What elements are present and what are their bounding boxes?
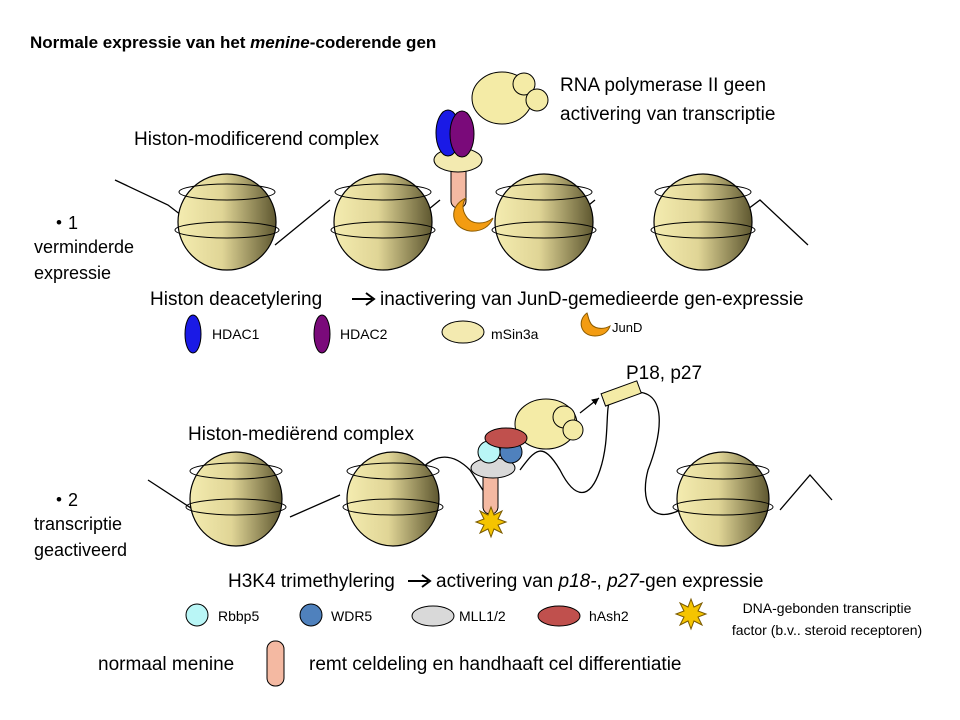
panel-number: 1 xyxy=(68,213,78,233)
hdac2 xyxy=(449,110,475,158)
menin-function-label: remt celdeling en handhaaft cel differen… xyxy=(309,654,682,675)
legend-label: HDAC1 xyxy=(212,326,260,342)
panel-caption: activering van p18-, p27-gen expressie xyxy=(436,571,763,592)
legend-label: MLL1/2 xyxy=(459,608,506,624)
jund xyxy=(453,197,494,232)
rna-polymerase-ii xyxy=(514,398,584,450)
nucleosome xyxy=(491,173,597,271)
nucleosome xyxy=(185,451,287,547)
menin-legend-label: normaal menine xyxy=(98,654,234,675)
right-arrow-icon xyxy=(352,292,376,306)
panel-1: RNA polymerase II geen activering van tr… xyxy=(34,71,809,354)
complex-label: Histon-modificerend complex xyxy=(134,129,379,150)
menin-legend-icon xyxy=(266,640,285,687)
nucleosome xyxy=(174,173,280,271)
mll-legend-icon xyxy=(411,605,455,627)
gene-box xyxy=(600,380,642,407)
jund-legend-icon xyxy=(580,312,611,337)
legend-label: JunD xyxy=(612,320,642,335)
panel-bullet: • xyxy=(56,213,62,232)
side-label: verminderde xyxy=(34,237,134,257)
wdr5-legend-icon xyxy=(299,603,323,627)
rna-polymerase-ii xyxy=(471,71,549,125)
legend-label: hAsh2 xyxy=(589,608,629,624)
side-label: geactiveerd xyxy=(34,540,127,560)
page-title: Normale expressie van het menine-coderen… xyxy=(30,33,436,52)
gene-label: P18, p27 xyxy=(626,363,702,384)
legend-label: mSin3a xyxy=(491,326,539,342)
histone-mediating-complex xyxy=(470,427,528,539)
rbbp5-legend-icon xyxy=(185,603,209,627)
panel-number: 2 xyxy=(68,490,78,510)
transcription-arrow xyxy=(579,397,600,414)
msin3a-legend-icon xyxy=(441,320,485,344)
side-label: expressie xyxy=(34,263,111,283)
legend-label: factor (b.v.. steroid receptoren) xyxy=(732,622,922,638)
transcription-factor-star-icon xyxy=(474,505,508,539)
panel-caption: H3K4 trimethylering xyxy=(228,571,395,592)
panel-bullet: • xyxy=(56,490,62,509)
panel-2: P18, p27 Histon-mediërend complex • 2 tr… xyxy=(34,363,922,638)
transcription-factor-legend-icon xyxy=(674,597,708,631)
hdac2-legend-icon xyxy=(313,314,331,354)
complex-label: Histon-mediërend complex xyxy=(188,424,414,445)
nucleosome xyxy=(330,173,436,271)
legend-label: Rbbp5 xyxy=(218,608,259,624)
nucleosome xyxy=(650,173,756,271)
panel-caption: inactivering van JunD-gemedieerde gen-ex… xyxy=(380,289,804,310)
rna-polymerase-label: RNA polymerase II geen xyxy=(560,75,766,96)
legend-label: WDR5 xyxy=(331,608,372,624)
panel-caption: Histon deacetylering xyxy=(150,289,322,310)
rna-polymerase-label: activering van transcriptie xyxy=(560,104,775,125)
nucleosome xyxy=(672,451,774,547)
footer: normaal menine remt celdeling en handhaa… xyxy=(98,640,682,687)
right-arrow-icon xyxy=(408,574,432,588)
hash2 xyxy=(484,427,528,449)
legend-label: HDAC2 xyxy=(340,326,388,342)
nucleosome xyxy=(342,451,444,547)
hdac1-legend-icon xyxy=(184,314,202,354)
histone-modifying-complex xyxy=(433,109,494,232)
legend-label: DNA-gebonden transcriptie xyxy=(743,600,912,616)
hash2-legend-icon xyxy=(537,605,581,627)
side-label: transcriptie xyxy=(34,514,122,534)
